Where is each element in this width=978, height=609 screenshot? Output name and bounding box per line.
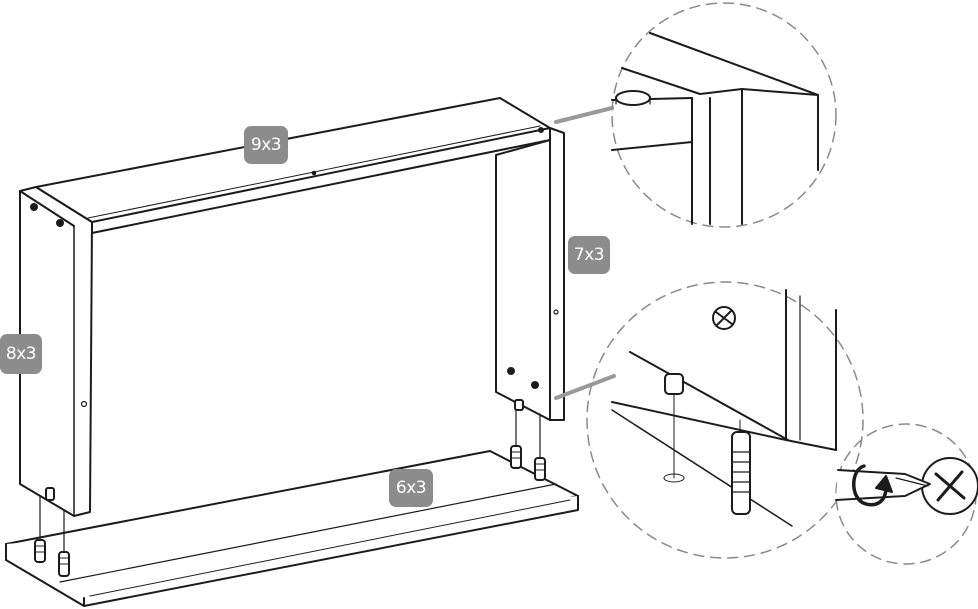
dowel-pin-icon (731, 419, 751, 515)
left-panel-label: 8x3 (0, 334, 42, 374)
dowel-socket (664, 373, 684, 395)
detail-circle-top (611, 2, 837, 228)
dowel-pins (34, 399, 546, 577)
right-panel (495, 127, 565, 421)
top-panel (35, 97, 551, 234)
cam-screw-head-icon (712, 306, 736, 330)
bottom-panel (5, 450, 579, 607)
detail-circle-screwdriver (835, 423, 978, 565)
dowel-guides (39, 399, 541, 557)
right-panel-label: 7x3 (568, 236, 610, 274)
left-panel (19, 186, 93, 517)
cam-screw-head-icon (921, 457, 978, 515)
bottom-panel-label: 6x3 (389, 469, 433, 507)
top-panel-label: 9x3 (244, 126, 288, 164)
detail-circle-bottom (586, 281, 864, 559)
rotate-arrow-icon (852, 464, 893, 507)
callout-connector-top (554, 106, 614, 124)
callout-connector-bottom (554, 374, 616, 400)
cam-lock-icon (615, 90, 651, 106)
